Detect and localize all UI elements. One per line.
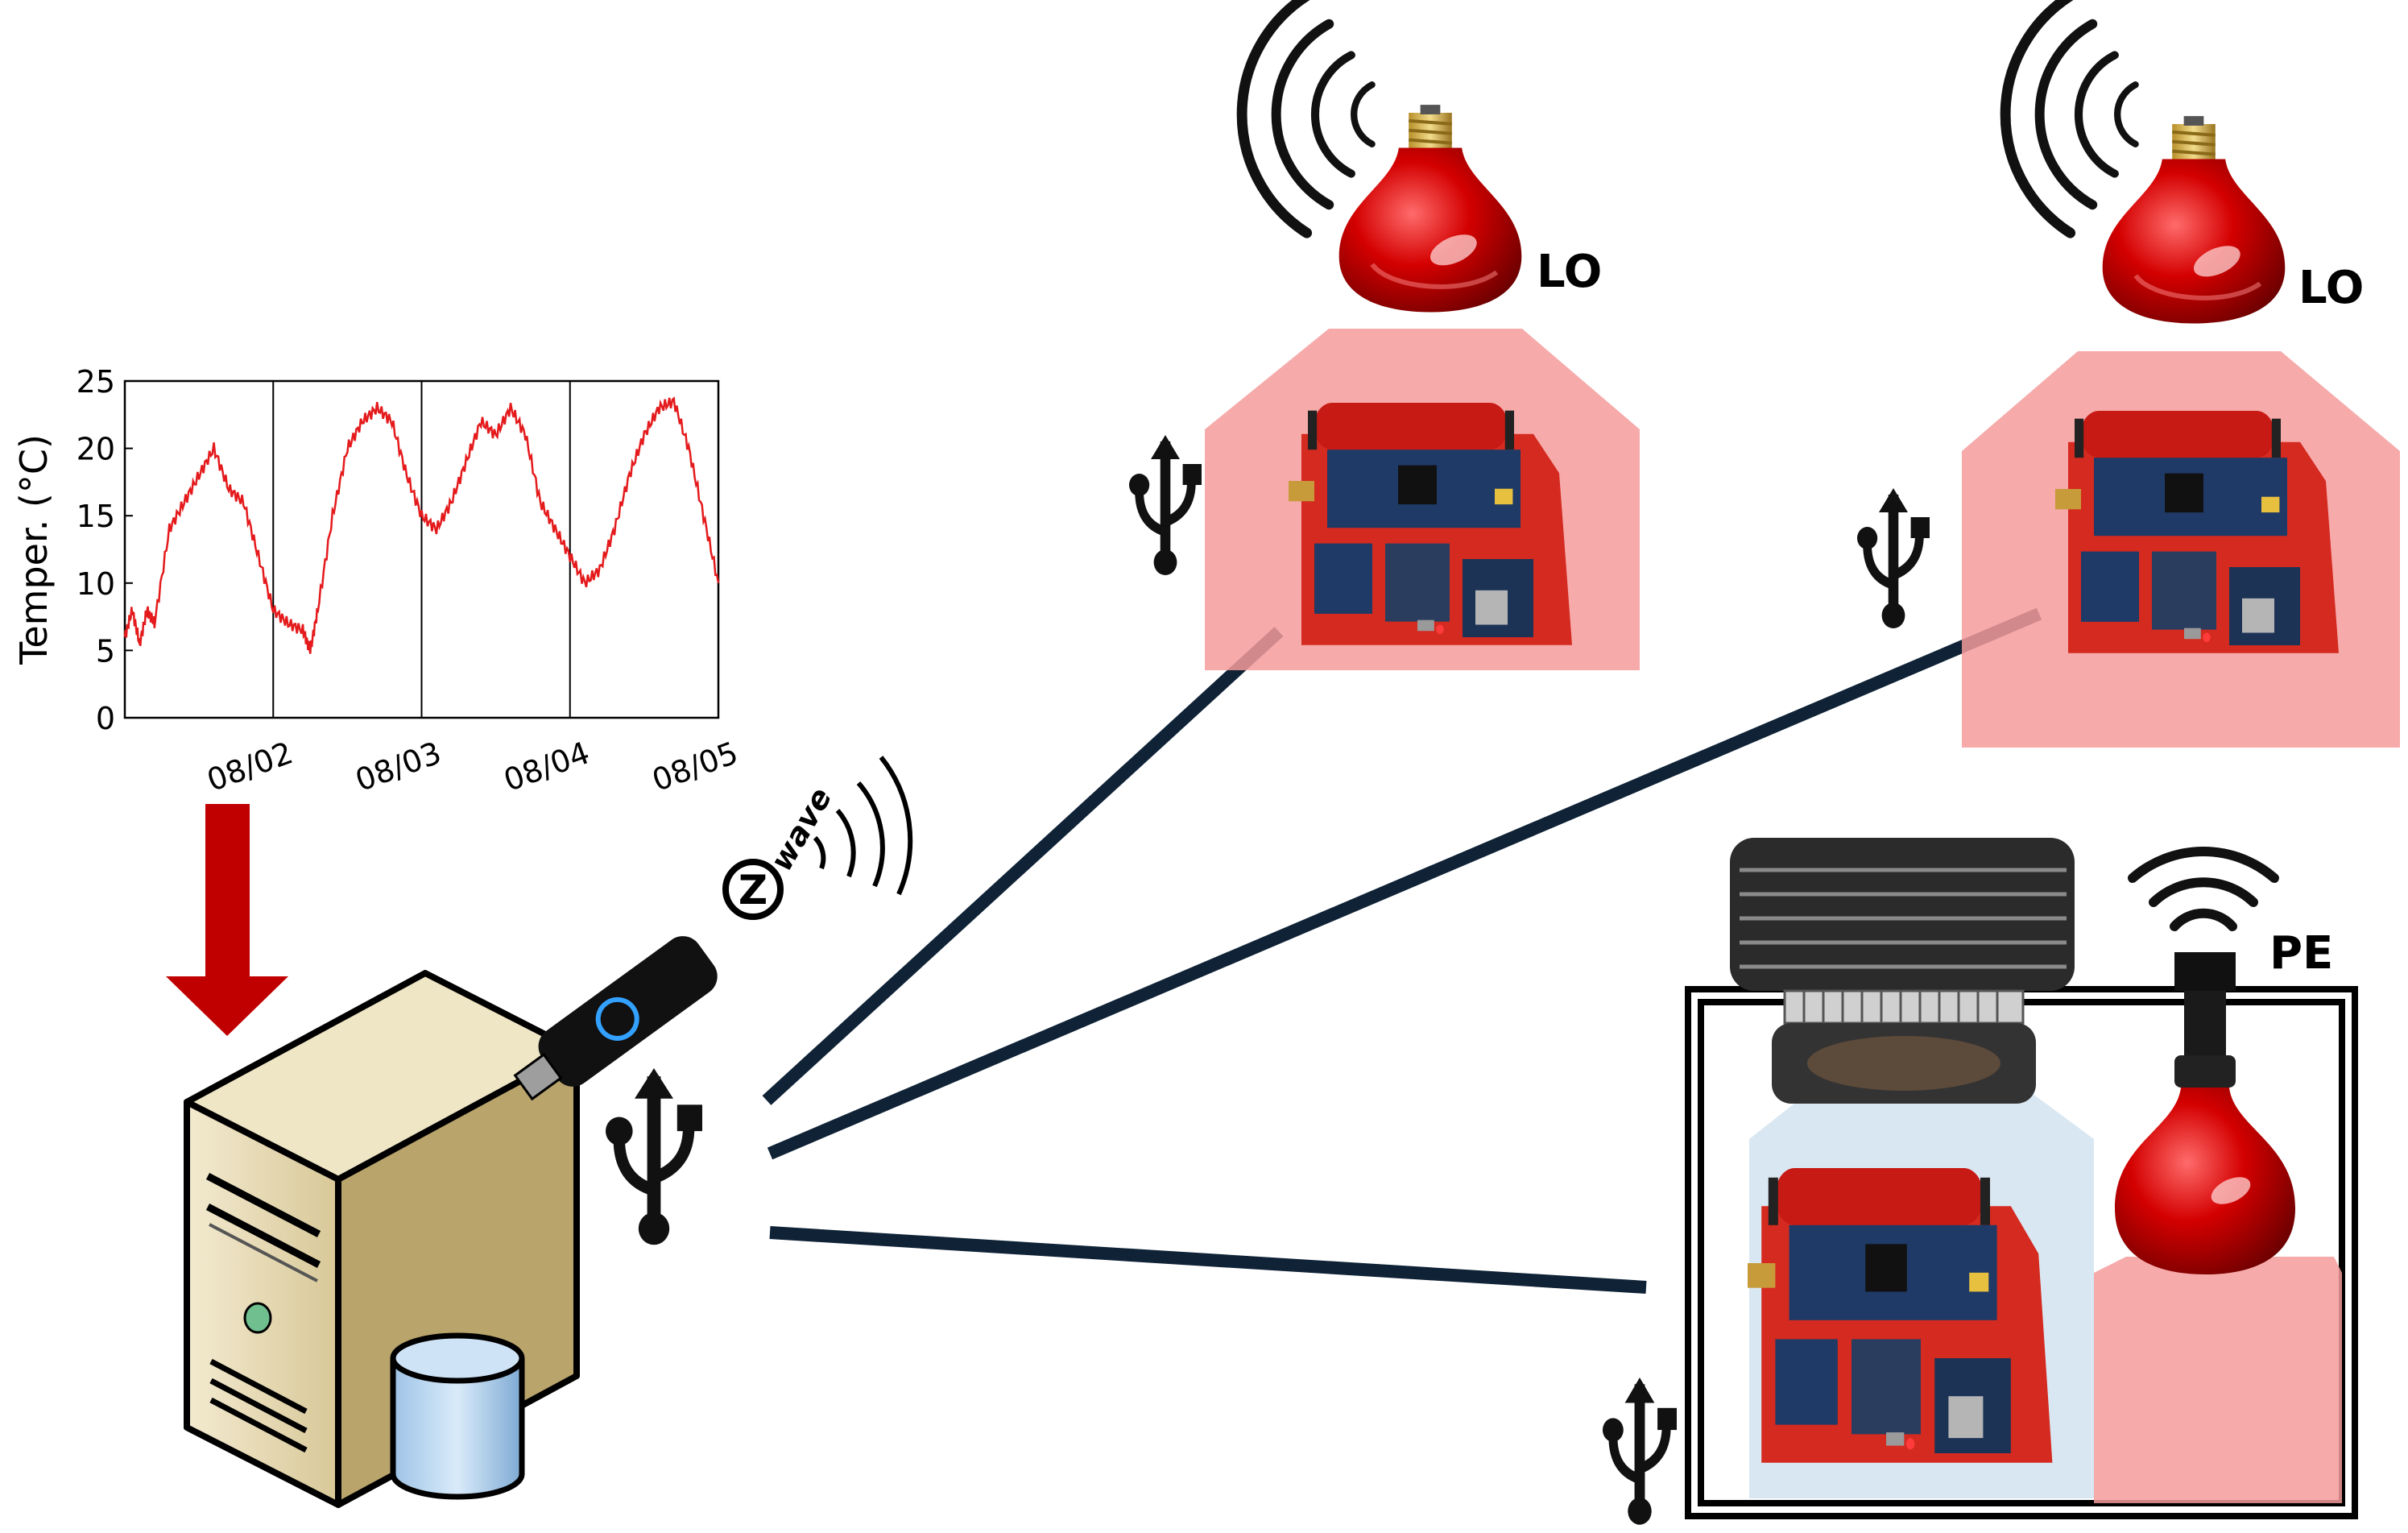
heat-lamp-icon	[2103, 116, 2286, 323]
heat-lamp-icon	[2115, 952, 2295, 1274]
chart-x-tick-label: 08/05	[648, 735, 743, 798]
chart-day-gridlines	[272, 381, 571, 718]
wireless-signal-icon	[2128, 847, 2279, 931]
chart-y-axis-ticks: 0 5 10 15 20 25	[77, 364, 133, 736]
chart-x-axis-ticks: 08/02 08/03 08/04 08/05	[202, 735, 743, 798]
chart-y-tick-label: 25	[77, 364, 115, 400]
sensor-board-icon	[1748, 1168, 2053, 1463]
usb-symbol-icon	[1129, 435, 1202, 575]
arrow-down-icon	[166, 804, 288, 1036]
node-label: LO	[2298, 262, 2364, 314]
power-button-icon	[243, 1302, 272, 1334]
usb-symbol-icon	[606, 1068, 702, 1245]
chart-y-tick-label: 10	[77, 566, 115, 602]
chart-y-tick-label: 0	[96, 701, 115, 736]
chart-y-tick-label: 15	[77, 499, 115, 534]
chart-x-tick-label: 08/02	[202, 735, 297, 798]
sensor-node-lo-1: LO	[1129, 0, 1640, 670]
cooling-fan-icon	[1730, 838, 2075, 1104]
zwave-dongle-icon	[513, 936, 718, 1101]
zwave-logo-text: wave	[763, 781, 839, 876]
usb-connection-lines	[762, 607, 2042, 1294]
zwave-logo-glyph: Z	[739, 867, 767, 914]
chart-y-tick-label: 5	[96, 633, 115, 669]
chart-x-tick-label: 08/04	[499, 735, 594, 798]
heat-lamp-icon	[1339, 105, 1522, 312]
sensor-node-pe: PE	[1603, 838, 2358, 1525]
node-label: LO	[1537, 246, 1602, 298]
chart-y-axis-label: Temper. (°C)	[12, 434, 56, 665]
sensor-board-icon	[2055, 411, 2339, 653]
sensor-node-lo-2: LO	[1857, 0, 2400, 748]
temperature-series-line	[123, 396, 720, 654]
chart-y-tick-label: 20	[77, 432, 115, 467]
database-icon	[390, 1332, 525, 1500]
sensor-board-icon	[1289, 403, 1572, 645]
heat-glow	[2094, 1257, 2342, 1503]
wireless-signal-icon	[813, 756, 913, 896]
wireless-signal-icon	[1242, 0, 1372, 233]
temperature-chart: 0 5 10 15 20 25 08/02 08/03 08/04 08/05 Temper. …	[12, 364, 743, 798]
zwave-logo: Z wave	[722, 756, 913, 920]
chart-x-tick-label: 08/03	[351, 735, 446, 798]
wireless-signal-icon	[2005, 0, 2135, 233]
server-icon	[184, 970, 580, 1508]
node-label: PE	[2269, 927, 2333, 980]
usb-symbol-icon	[1603, 1378, 1677, 1525]
usb-symbol-icon	[1857, 488, 1930, 628]
